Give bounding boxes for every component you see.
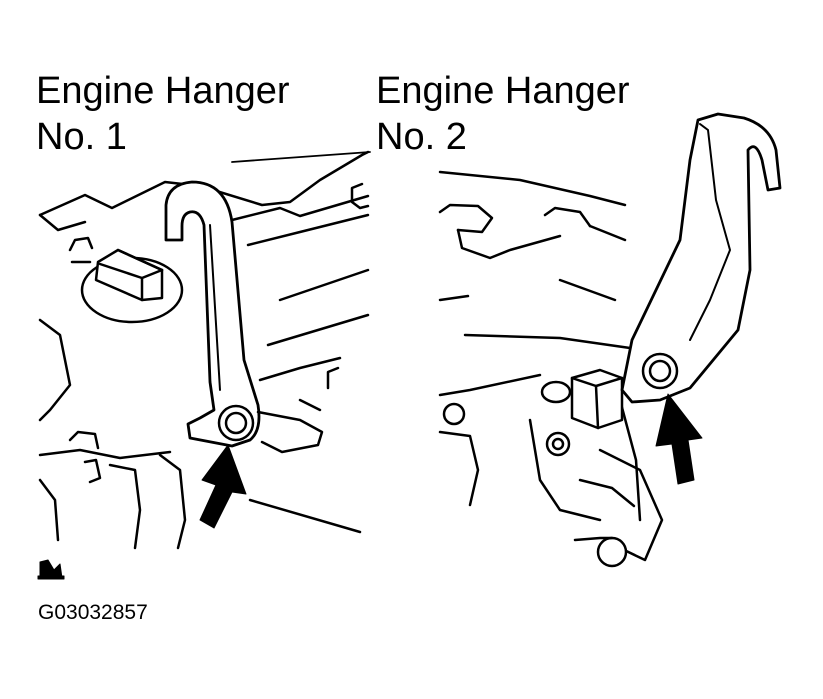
arrow-icon bbox=[199, 444, 247, 529]
oil-filler-cap bbox=[80, 248, 184, 324]
engine-hanger-no1-bracket bbox=[164, 180, 261, 448]
hanger-no1-bolt bbox=[217, 404, 324, 454]
hanger-no2-label-line1: Engine Hanger bbox=[376, 70, 630, 112]
engine-hanger-no2-bracket bbox=[620, 112, 782, 404]
hanger-no2-label-line2: No. 2 bbox=[376, 116, 467, 158]
hanger-no2-bolt bbox=[641, 352, 679, 390]
label-leader-lines bbox=[231, 151, 371, 163]
arrow-icon bbox=[655, 393, 703, 485]
hanger-no1-label-line1: Engine Hanger bbox=[36, 70, 290, 112]
hanger-no1-label-line2: No. 1 bbox=[36, 116, 127, 158]
hanger-no1-label: Engine Hanger No. 1 bbox=[36, 68, 290, 160]
mount-boss bbox=[540, 368, 628, 568]
hanger-no2-label: Engine Hanger No. 2 bbox=[376, 68, 630, 160]
engine-block-right bbox=[438, 170, 664, 562]
figure-code: G03032857 bbox=[38, 601, 148, 624]
illustration-marker-icon bbox=[37, 559, 65, 580]
engine-block-left bbox=[38, 150, 370, 550]
